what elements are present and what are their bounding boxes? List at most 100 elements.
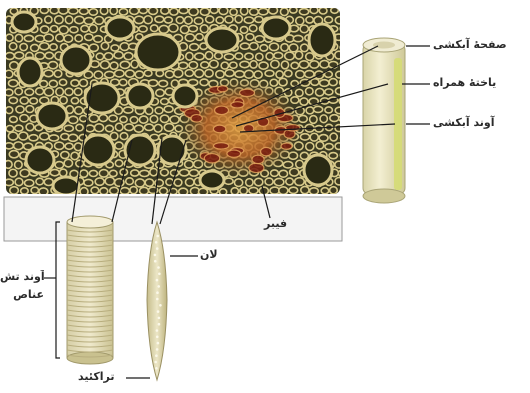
mesh-cell bbox=[305, 71, 314, 78]
mesh-cell bbox=[235, 53, 243, 59]
mesh-cell bbox=[6, 107, 13, 114]
mesh-cell bbox=[64, 35, 73, 42]
mesh-cell bbox=[15, 161, 23, 169]
mesh-cell bbox=[225, 70, 234, 77]
mesh-cell bbox=[306, 53, 314, 61]
mesh-cell bbox=[216, 17, 223, 23]
mesh-cell bbox=[296, 17, 304, 25]
mesh-cell bbox=[269, 43, 278, 51]
mesh-cell bbox=[76, 124, 83, 131]
mesh-cell bbox=[256, 53, 263, 60]
mesh-cell bbox=[29, 135, 38, 141]
mesh-cell bbox=[335, 143, 342, 150]
pit-dot bbox=[154, 260, 157, 263]
mesh-cell bbox=[36, 178, 44, 185]
companion-cell-shape bbox=[394, 58, 402, 190]
mesh-cell bbox=[81, 25, 89, 31]
mesh-cell bbox=[71, 152, 79, 160]
mesh-cell bbox=[325, 144, 333, 150]
mesh-cell bbox=[68, 8, 77, 14]
mesh-cell bbox=[235, 15, 242, 22]
mesh-cell bbox=[40, 81, 48, 88]
mesh-cell bbox=[244, 17, 253, 23]
mesh-cell bbox=[140, 170, 150, 176]
mesh-cell bbox=[254, 71, 262, 78]
phloem-cell bbox=[191, 115, 202, 123]
mesh-cell bbox=[179, 7, 188, 13]
pit-dot bbox=[157, 266, 160, 269]
phloem-cell bbox=[281, 143, 292, 149]
mesh-cell bbox=[139, 26, 147, 32]
mesh-cell bbox=[104, 53, 113, 60]
mesh-cell bbox=[70, 27, 78, 33]
mesh-cell bbox=[340, 7, 348, 13]
mesh-cell bbox=[244, 70, 253, 78]
mesh-cell bbox=[4, 161, 12, 169]
mesh-cell bbox=[150, 115, 157, 122]
mesh-cell bbox=[49, 135, 59, 141]
mesh-cell bbox=[306, 88, 314, 95]
mesh-cell bbox=[280, 8, 288, 16]
mesh-cell bbox=[71, 98, 78, 104]
mesh-cell bbox=[159, 80, 168, 86]
pit-dot bbox=[156, 235, 159, 238]
mesh-cell bbox=[71, 80, 79, 86]
mesh-cell bbox=[130, 7, 139, 14]
mesh-cell bbox=[111, 45, 119, 51]
mesh-cell bbox=[315, 126, 323, 132]
mesh-cell bbox=[184, 17, 192, 24]
mesh-cell bbox=[160, 115, 169, 123]
mesh-cell bbox=[65, 16, 72, 24]
mesh-cell bbox=[155, 16, 164, 22]
mesh-cell bbox=[89, 115, 98, 122]
mesh-cell bbox=[140, 187, 149, 194]
pit-dot bbox=[156, 329, 159, 332]
mesh-cell bbox=[89, 9, 97, 15]
mesh-cell bbox=[119, 79, 127, 85]
mesh-cell bbox=[69, 116, 78, 123]
mesh-cell bbox=[54, 70, 62, 77]
mesh-cell bbox=[110, 62, 118, 69]
mesh-cell bbox=[295, 89, 303, 96]
mesh-cell bbox=[240, 27, 247, 34]
mesh-cell bbox=[154, 124, 162, 132]
mesh-cell bbox=[115, 123, 123, 131]
mesh-cell bbox=[301, 44, 309, 52]
mesh-cell bbox=[80, 170, 88, 177]
mesh-cell bbox=[161, 7, 169, 14]
phloem-cell bbox=[261, 147, 272, 155]
mesh-cell bbox=[189, 8, 198, 16]
mesh-cell bbox=[25, 180, 34, 187]
mesh-cell bbox=[100, 61, 109, 69]
mesh-cell bbox=[249, 187, 258, 194]
mesh-cell bbox=[26, 123, 34, 130]
tracheid-illustration bbox=[147, 222, 167, 380]
mesh-cell bbox=[170, 116, 179, 124]
mesh-cell bbox=[110, 7, 117, 15]
mesh-cell bbox=[260, 45, 268, 51]
mesh-cell bbox=[289, 187, 298, 193]
mesh-cell bbox=[174, 179, 182, 186]
pit-dot bbox=[159, 304, 162, 307]
mesh-cell bbox=[320, 60, 329, 68]
mesh-cell bbox=[10, 187, 19, 194]
mesh-cell bbox=[335, 107, 344, 113]
mesh-cell bbox=[164, 106, 173, 112]
mesh-cell bbox=[139, 116, 147, 123]
mesh-cell bbox=[169, 24, 178, 32]
mesh-cell bbox=[335, 88, 344, 95]
mesh-cell bbox=[9, 43, 16, 50]
mesh-cell bbox=[85, 34, 93, 40]
mesh-cell bbox=[80, 79, 88, 86]
mesh-cell bbox=[180, 169, 190, 176]
pit-dot bbox=[156, 336, 159, 339]
mesh-cell bbox=[64, 125, 73, 131]
pit-dot bbox=[156, 298, 159, 301]
mesh-cell bbox=[321, 188, 329, 194]
mesh-cell bbox=[20, 43, 27, 50]
mesh-cell bbox=[15, 88, 22, 95]
mesh-cell bbox=[5, 70, 13, 78]
mesh-cell bbox=[296, 71, 305, 78]
mesh-cell bbox=[231, 188, 238, 195]
